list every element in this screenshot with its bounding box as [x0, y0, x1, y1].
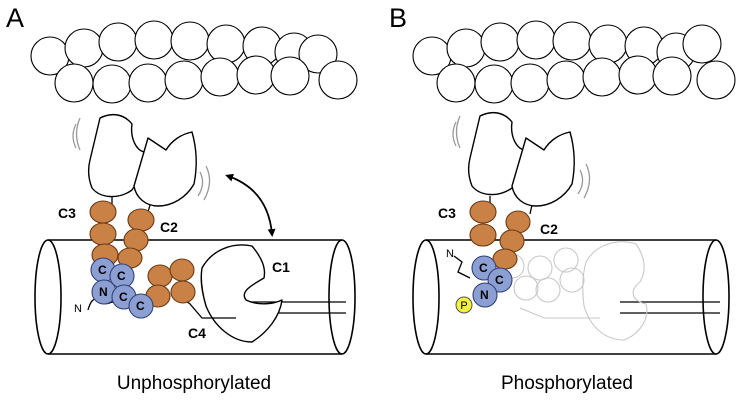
- ball-letter-a-1: C: [98, 263, 107, 277]
- ball-letter-b-1: C: [479, 261, 488, 275]
- myosin-head-2-b: [511, 131, 575, 207]
- ball-letter-b-3: N: [480, 288, 489, 302]
- ball-letter-a-2: C: [117, 269, 126, 283]
- panel-a-letter: A: [6, 3, 24, 33]
- phosphate-marker: [455, 296, 473, 314]
- caption-a: Unphosphorylated: [117, 373, 271, 394]
- ball-letter-b-2: C: [495, 273, 504, 287]
- motion-lines-a: [72, 117, 211, 201]
- label-c2-a: C2: [160, 219, 178, 235]
- blue-domains-a: [90, 257, 154, 319]
- label-c2-b: C2: [540, 221, 558, 237]
- c1-head-a: [200, 244, 283, 343]
- panel-b: B: [389, 3, 736, 394]
- ball-letter-a-4: C: [119, 290, 128, 304]
- motion-lines-b: [452, 115, 591, 199]
- ghost-domains-b: [499, 241, 648, 341]
- label-c1-a: C1: [272, 259, 290, 275]
- ball-letter-a-5: C: [136, 299, 145, 313]
- flex-arrow-icon: [225, 173, 276, 237]
- panel-b-letter: B: [389, 3, 407, 33]
- phosphate-label: P: [460, 300, 467, 312]
- orange-domains-a: [89, 200, 196, 308]
- myosin-head-2-a: [133, 131, 197, 207]
- n-linker-b: [453, 255, 471, 279]
- n-terminus-label-a: N: [74, 303, 82, 315]
- orange-domains-b: [469, 200, 531, 270]
- panel-a: A: [6, 3, 358, 394]
- thick-filament-b: [412, 239, 730, 355]
- n-terminus-label-b: N: [446, 248, 454, 260]
- actin-filament-b: [412, 20, 736, 104]
- blue-domains-b: [471, 255, 513, 308]
- label-c3-a: C3: [58, 205, 76, 221]
- ball-letter-a-3: N: [99, 285, 108, 299]
- actin-filament-a: [30, 20, 358, 104]
- label-c3-b: C3: [438, 205, 456, 221]
- label-c4-a: C4: [188, 325, 206, 341]
- caption-b: Phosphorylated: [501, 373, 633, 394]
